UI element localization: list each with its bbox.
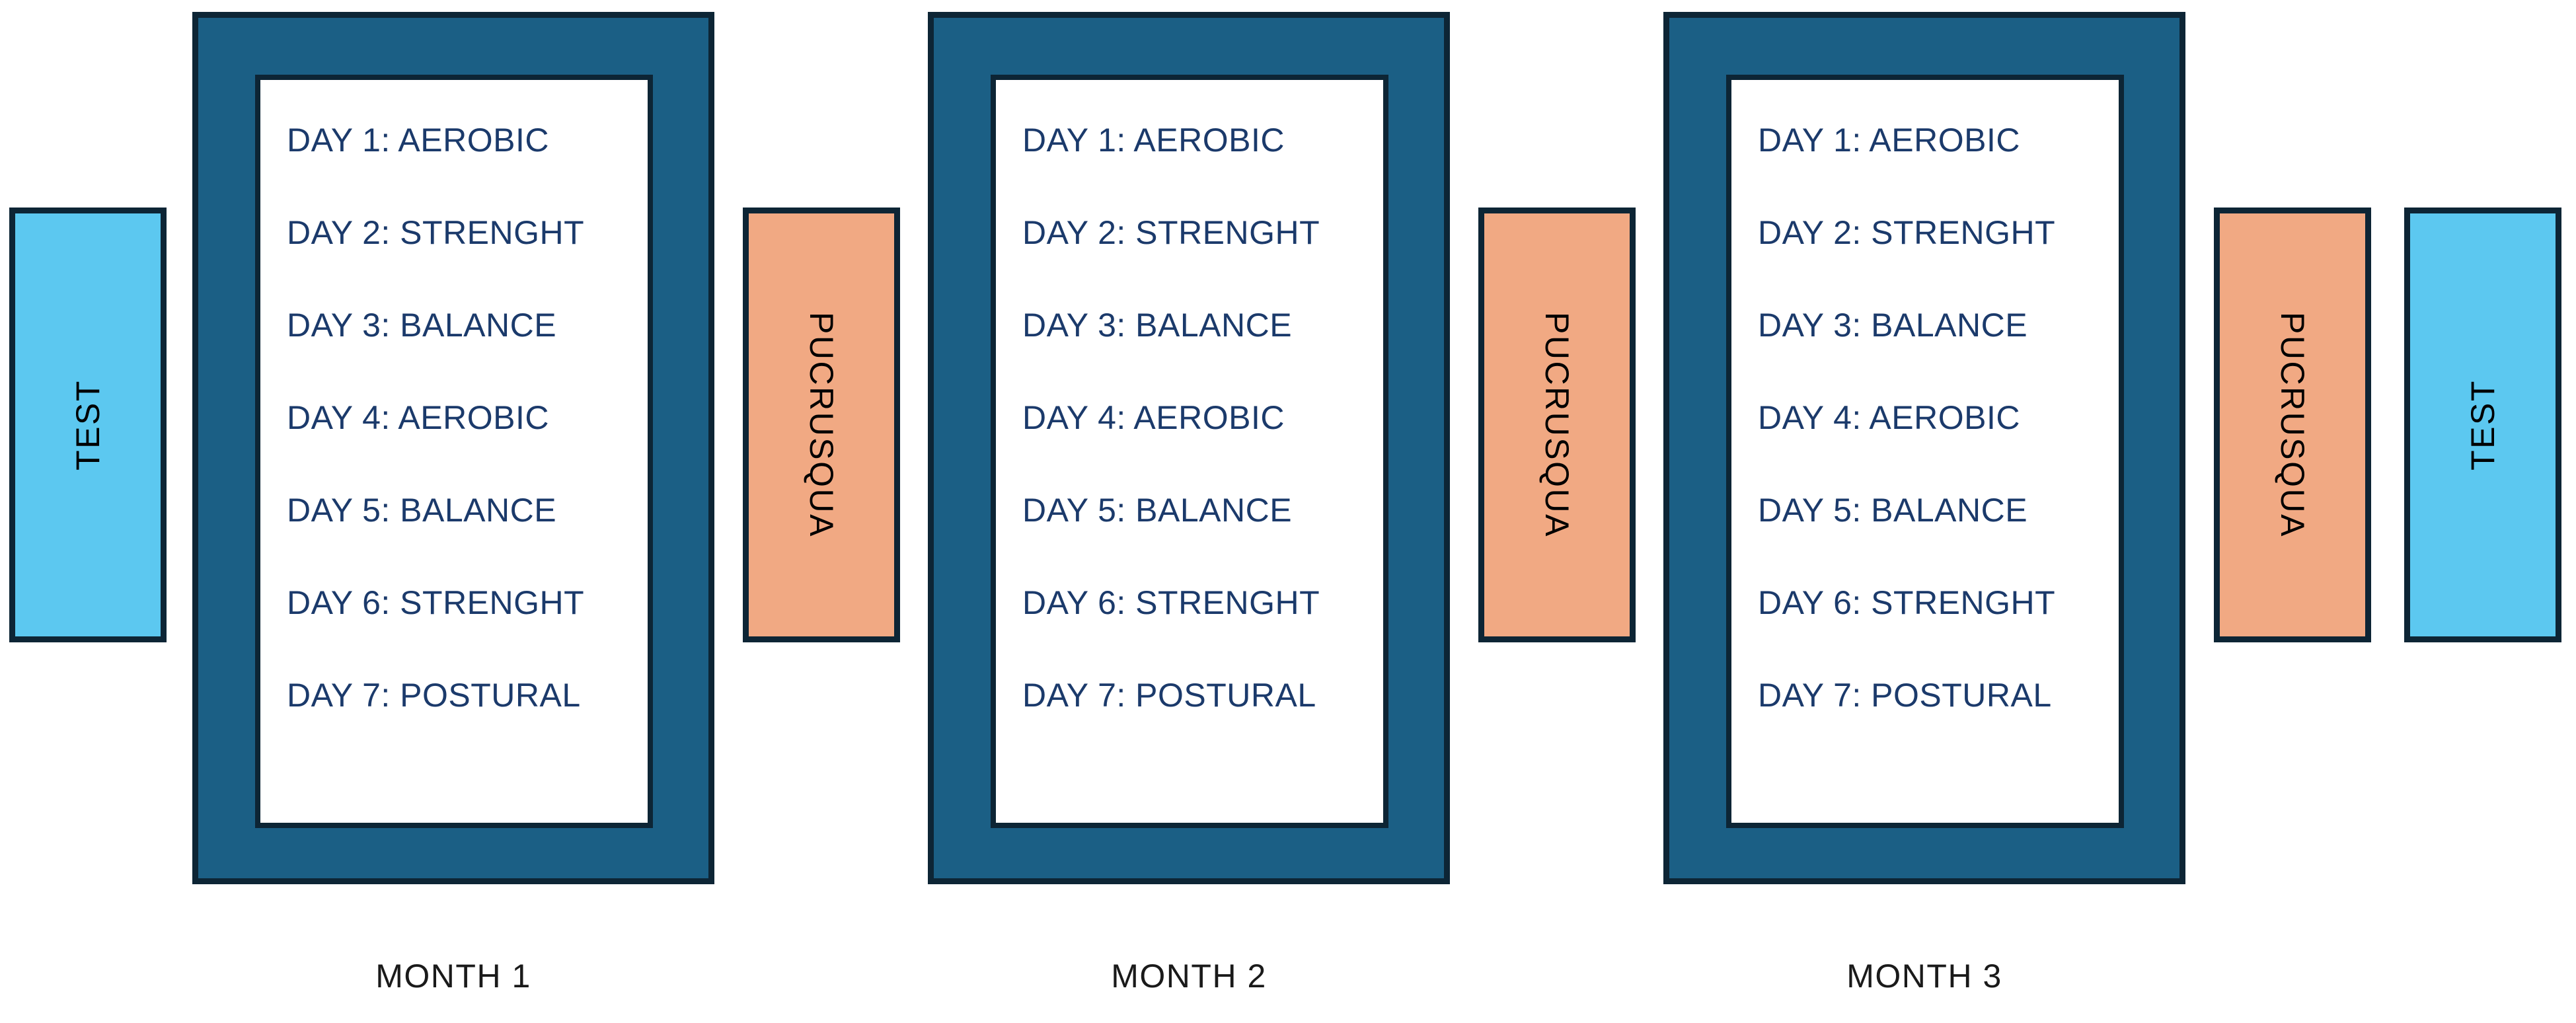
test-box-start-label: TEST	[69, 379, 106, 471]
test-box-end-label: TEST	[2464, 379, 2501, 471]
interval-box-2[interactable]: PUCRUSQUA	[1478, 208, 1636, 642]
day-row: DAY 6: STRENGHT	[287, 584, 585, 621]
day-row: DAY 4: AEROBIC	[1758, 399, 2020, 436]
month-caption-3: MONTH 3	[1846, 958, 2002, 995]
day-row: DAY 3: BALANCE	[1758, 307, 2028, 344]
day-row: DAY 5: BALANCE	[287, 492, 557, 529]
day-row: DAY 3: BALANCE	[1022, 307, 1293, 344]
interval-box-1[interactable]: PUCRUSQUA	[743, 208, 900, 642]
day-row: DAY 2: STRENGHT	[1022, 214, 1320, 251]
month-panel-1: DAY 1: AEROBIC DAY 2: STRENGHT DAY 3: BA…	[255, 75, 653, 828]
day-row: DAY 1: AEROBIC	[1022, 122, 1285, 159]
day-row: DAY 5: BALANCE	[1758, 492, 2028, 529]
month-caption-2: MONTH 2	[1111, 958, 1267, 995]
day-row: DAY 3: BALANCE	[287, 307, 557, 344]
day-row: DAY 4: AEROBIC	[287, 399, 549, 436]
interval-box-3[interactable]: PUCRUSQUA	[2214, 208, 2371, 642]
test-box-end[interactable]: TEST	[2404, 208, 2561, 642]
day-row: DAY 4: AEROBIC	[1022, 399, 1285, 436]
month-panel-2: DAY 1: AEROBIC DAY 2: STRENGHT DAY 3: BA…	[991, 75, 1388, 828]
day-row: DAY 1: AEROBIC	[1758, 122, 2020, 159]
month-frame-3[interactable]: DAY 1: AEROBIC DAY 2: STRENGHT DAY 3: BA…	[1663, 12, 2185, 884]
interval-box-2-label: PUCRUSQUA	[1538, 312, 1576, 538]
test-box-start[interactable]: TEST	[9, 208, 167, 642]
month-panel-3: DAY 1: AEROBIC DAY 2: STRENGHT DAY 3: BA…	[1726, 75, 2124, 828]
day-row: DAY 2: STRENGHT	[1758, 214, 2056, 251]
day-row: DAY 5: BALANCE	[1022, 492, 1293, 529]
day-row: DAY 6: STRENGHT	[1022, 584, 1320, 621]
month-frame-1[interactable]: DAY 1: AEROBIC DAY 2: STRENGHT DAY 3: BA…	[192, 12, 714, 884]
month-frame-2[interactable]: DAY 1: AEROBIC DAY 2: STRENGHT DAY 3: BA…	[928, 12, 1450, 884]
day-row: DAY 7: POSTURAL	[1022, 677, 1316, 714]
day-row: DAY 1: AEROBIC	[287, 122, 549, 159]
day-row: DAY 7: POSTURAL	[287, 677, 581, 714]
month-caption-1: MONTH 1	[375, 958, 531, 995]
day-row: DAY 2: STRENGHT	[287, 214, 585, 251]
interval-box-1-label: PUCRUSQUA	[803, 312, 841, 538]
interval-box-3-label: PUCRUSQUA	[2274, 312, 2312, 538]
day-row: DAY 7: POSTURAL	[1758, 677, 2052, 714]
day-row: DAY 6: STRENGHT	[1758, 584, 2056, 621]
